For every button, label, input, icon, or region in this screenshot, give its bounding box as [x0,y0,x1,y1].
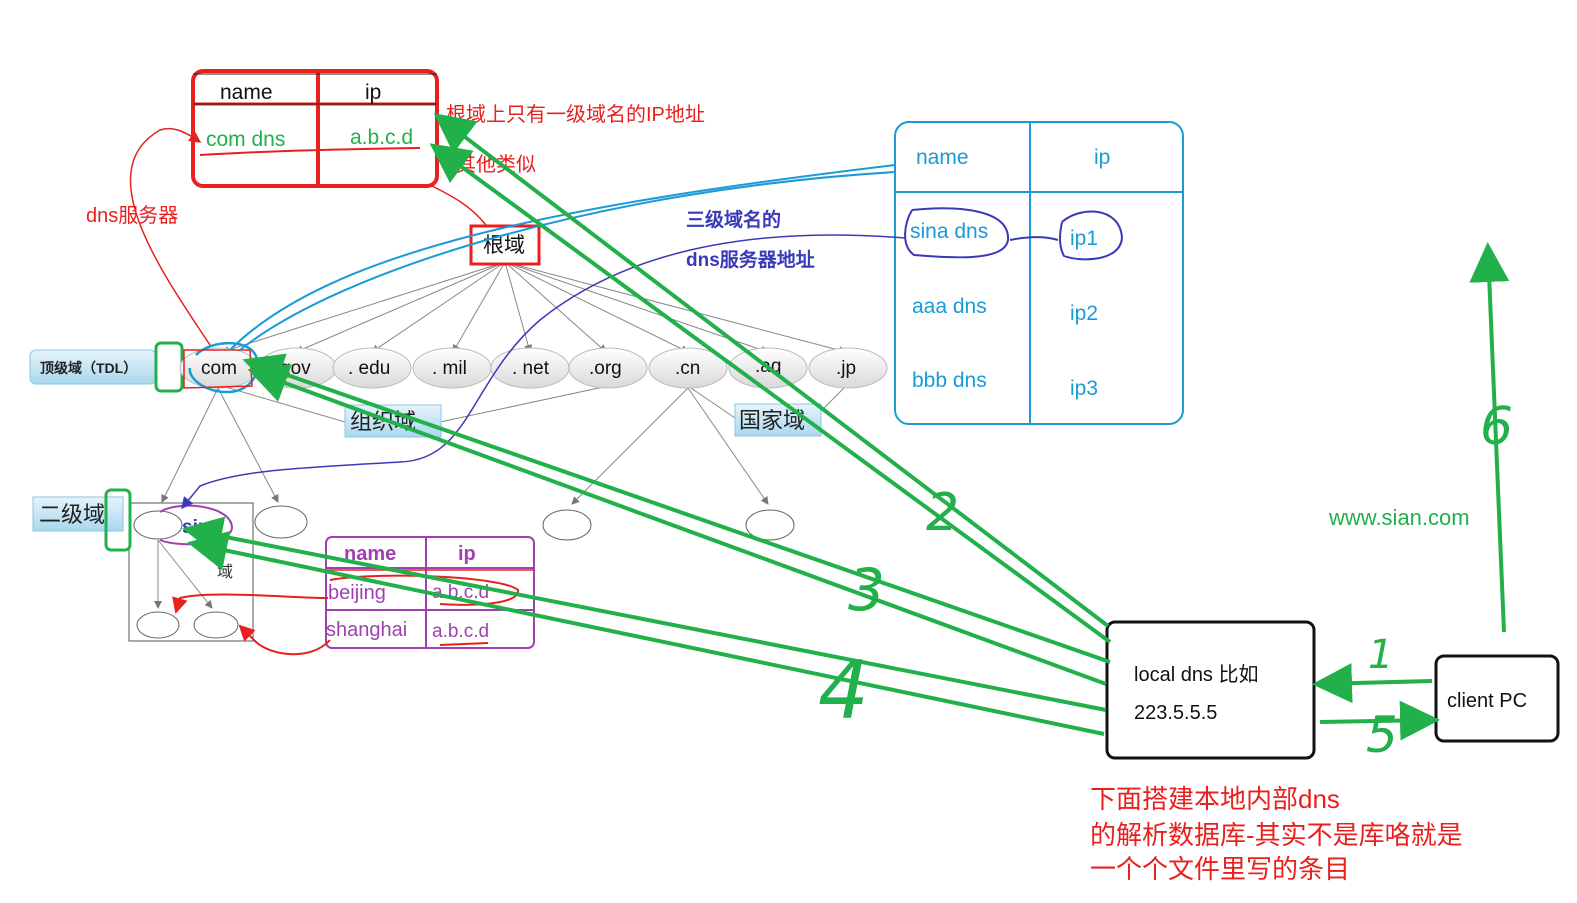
sina-table: name ip beijing a.b.c.d shanghai a.b.c.d [325,536,535,649]
sina-table-row1-name: beijing [328,582,386,604]
note-bottom-2: 的解析数据库-其实不是库咯就是 [1090,820,1463,850]
third-table-name-1: sina dns [910,220,988,243]
root-table-ip-cell: a.b.c.d [350,126,413,149]
tld-jp: .jp [836,358,856,379]
note-url: www.sian.com [1328,505,1470,530]
third-table-ip-1: ip1 [1070,227,1098,250]
svg-text:顶级域（TDL）: 顶级域（TDL） [40,360,137,376]
local-dns-line1: local dns 比如 [1134,663,1259,686]
step-1: 1 [1368,632,1393,678]
step-4: 4 [818,644,869,737]
note-bottom-3: 一个个文件里写的条目 [1090,854,1350,884]
local-dns-line2: 223.5.5.5 [1134,702,1217,724]
third-table-ip-2: ip2 [1070,302,1098,325]
root-table-header-name: name [220,81,273,104]
tld-ovals [179,347,888,389]
svg-text:二级域: 二级域 [39,502,105,527]
third-table-name-2: aaa dns [912,295,987,318]
tld-org: .org [589,358,622,379]
tree-lines [154,261,847,609]
sub-domain-label: 域 [217,563,233,581]
step-5: 5 [1366,706,1398,764]
note-third-level-1: 三级域名的 [686,208,781,231]
svg-text:组织域: 组织域 [350,409,416,434]
client-pc-box: client PC [1434,654,1560,743]
step-2: 2 [926,483,959,543]
third-table-header-ip: ip [1094,146,1110,169]
second-level-label: 二级域 [32,496,124,532]
tld-label: 顶级域（TDL） [29,349,157,385]
step-numbers: 1 2 3 4 5 6 [818,397,1513,764]
third-table: name ip sina dns aaa dns bbb dns ip1 ip2… [894,121,1184,425]
sina-table-row2-name: shanghai [326,619,407,641]
root-table-name-cell: com dns [206,128,285,151]
root-node: 根域 [469,224,541,266]
third-table-ip-3: ip3 [1070,377,1098,400]
sina-table-row2-ip: a.b.c.d [432,621,489,642]
sina-table-header-ip: ip [458,543,476,565]
tld-com: com [201,358,237,379]
second-level-ovals [133,505,795,639]
note-dns-server: dns服务器 [86,204,178,227]
tld-green-marker [154,341,184,393]
note-bottom-1: 下面搭建本地内部dns [1090,784,1340,814]
second-level-green-marker [104,488,132,552]
local-dns-box: local dns 比如 223.5.5.5 [1105,620,1316,760]
tld-cn: .cn [675,358,700,379]
sina-table-header-name: name [344,543,396,565]
step-6: 6 [1480,397,1513,457]
step-3: 3 [848,556,885,624]
root-table: name ip com dns a.b.c.d [191,69,439,188]
note-root-only: 根域上只有一级域名的IP地址 [446,103,705,126]
root-node-label: 根域 [483,234,525,257]
note-others-similar: 其他类似 [456,153,536,176]
root-table-header-ip: ip [365,81,381,104]
query-arrows [182,113,1510,741]
tld-net: . net [512,358,550,379]
client-pc-label: client PC [1447,690,1527,712]
note-third-level-2: dns服务器地址 [686,248,815,271]
third-table-name-3: bbb dns [912,369,987,392]
tld-edu: . edu [348,358,390,379]
third-table-header-name: name [916,146,969,169]
tld-mil: . mil [432,358,467,379]
